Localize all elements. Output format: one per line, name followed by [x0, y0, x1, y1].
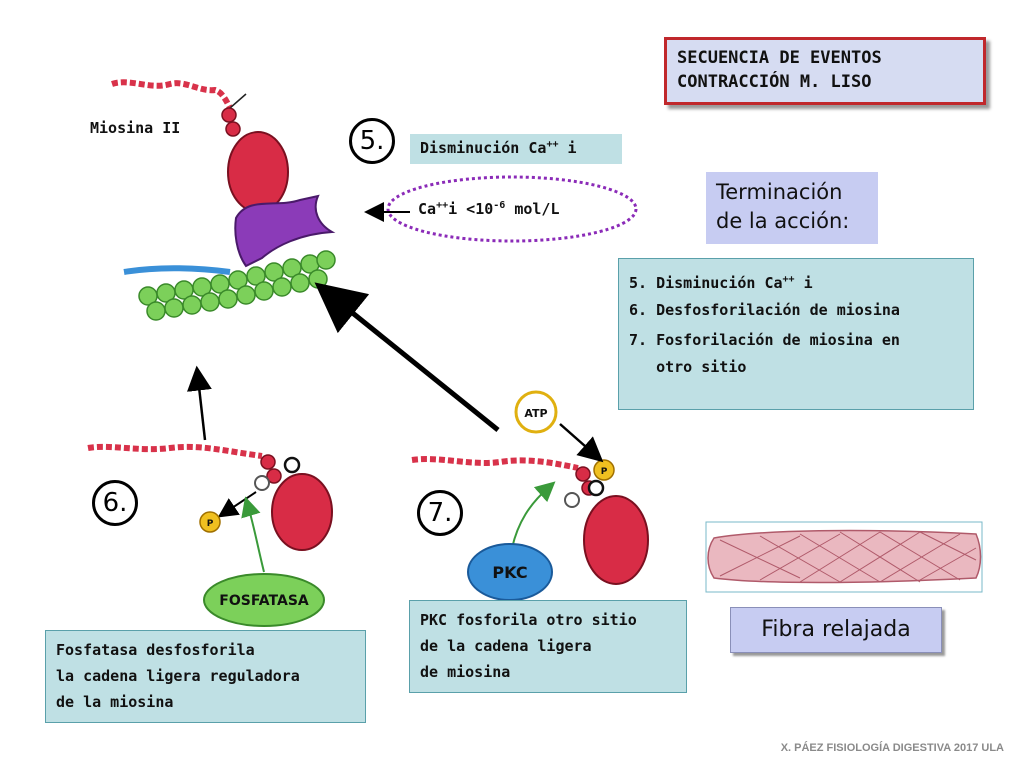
- title-line-1: SECUENCIA DE EVENTOS: [677, 48, 882, 68]
- step-7-number: 7.: [417, 490, 463, 536]
- list-item-5: 5. Disminución Ca++ i: [629, 274, 813, 292]
- top-light-chain-bead-1: [221, 107, 237, 123]
- event-list-box: 5. Disminución Ca++ i 6. Desfosforilació…: [618, 258, 974, 410]
- six-p-label: P: [207, 519, 214, 529]
- box6-line-1: Fosfatasa desfosforila: [56, 641, 255, 659]
- six-myosin-head: [271, 473, 333, 551]
- six-p-release-arrow: [217, 491, 257, 518]
- list-item-6: 6. Desfosforilación de miosina: [629, 301, 900, 319]
- top-myosin-head: [227, 131, 289, 213]
- seven-open-circle-2: [564, 492, 580, 508]
- box6-line-2: la cadena ligera reguladora: [56, 667, 300, 685]
- fosfatasa-label: FOSFATASA: [219, 593, 309, 609]
- box7-line-2: de la cadena ligera: [420, 637, 592, 655]
- seven-p-label: P: [601, 467, 608, 477]
- top-actin-filament: [138, 250, 336, 321]
- step-6-description: Fosfatasa desfosforila la cadena ligera …: [45, 630, 366, 723]
- box7-line-1: PKC fosforila otro sitio: [420, 611, 637, 629]
- footer-credit: X. PÁEZ FISIOLOGÍA DIGESTIVA 2017 ULA: [780, 742, 1004, 754]
- fibra-relajada-label: Fibra relajada: [730, 607, 942, 653]
- top-heavy-chain: [111, 79, 233, 110]
- six-green-arrow: [241, 496, 265, 573]
- atp-circle: [514, 390, 558, 434]
- miosina-label: Miosina II: [90, 119, 181, 137]
- list-item-7-line-1: 7. Fosforilación de miosina en: [629, 331, 900, 349]
- step-5-number: 5.: [349, 118, 395, 164]
- big-diagonal-arrow: [314, 282, 500, 432]
- box7-line-3: de miosina: [420, 663, 511, 681]
- title-box: SECUENCIA DE EVENTOS CONTRACCIÓN M. LISO: [664, 37, 986, 105]
- six-phosphate: [199, 511, 221, 533]
- purple-complex: [234, 194, 336, 268]
- seven-open-circle-1: [587, 479, 605, 497]
- terminacion-line-1: Terminación: [716, 180, 843, 204]
- step7-illustration: [411, 390, 649, 601]
- ca-dotted-ellipse: [386, 175, 638, 243]
- top-light-chain-bead-2: [225, 121, 241, 137]
- six-heavy-chain: [87, 443, 263, 459]
- box6-line-3: de la miosina: [56, 693, 174, 711]
- disminucion-label: Disminución Ca++ i: [410, 134, 622, 164]
- terminacion-box: Terminación de la acción:: [706, 172, 878, 244]
- six-open-circle-2: [254, 475, 270, 491]
- seven-myosin-head: [583, 495, 649, 585]
- terminacion-line-2: de la acción:: [716, 209, 850, 233]
- six-open-circle-1: [283, 456, 301, 474]
- relaxed-fiber: [707, 529, 982, 584]
- atp-label: ATP: [524, 407, 547, 420]
- fosfatasa-enzyme: [203, 573, 325, 627]
- seven-phosphate: [593, 459, 615, 481]
- top-blue-filament: [123, 265, 231, 275]
- pkc-label: PKC: [492, 563, 527, 582]
- title-line-2: CONTRACCIÓN M. LISO: [677, 72, 872, 92]
- top-light-chain-line: [229, 93, 247, 109]
- atp-arrow: [559, 423, 604, 463]
- top-myosin-illustration: [111, 79, 336, 321]
- step-7-description: PKC fosforila otro sitio de la cadena li…: [409, 600, 687, 693]
- list-item-7-line-2: otro sitio: [629, 358, 747, 376]
- step6-illustration: [87, 443, 333, 627]
- step-6-number: 6.: [92, 480, 138, 526]
- seven-heavy-chain: [411, 456, 579, 471]
- seven-green-arrow: [511, 481, 556, 549]
- ca-threshold-label: Ca++i <10-6 mol/L: [418, 200, 560, 218]
- up-arrow-six: [186, 365, 212, 441]
